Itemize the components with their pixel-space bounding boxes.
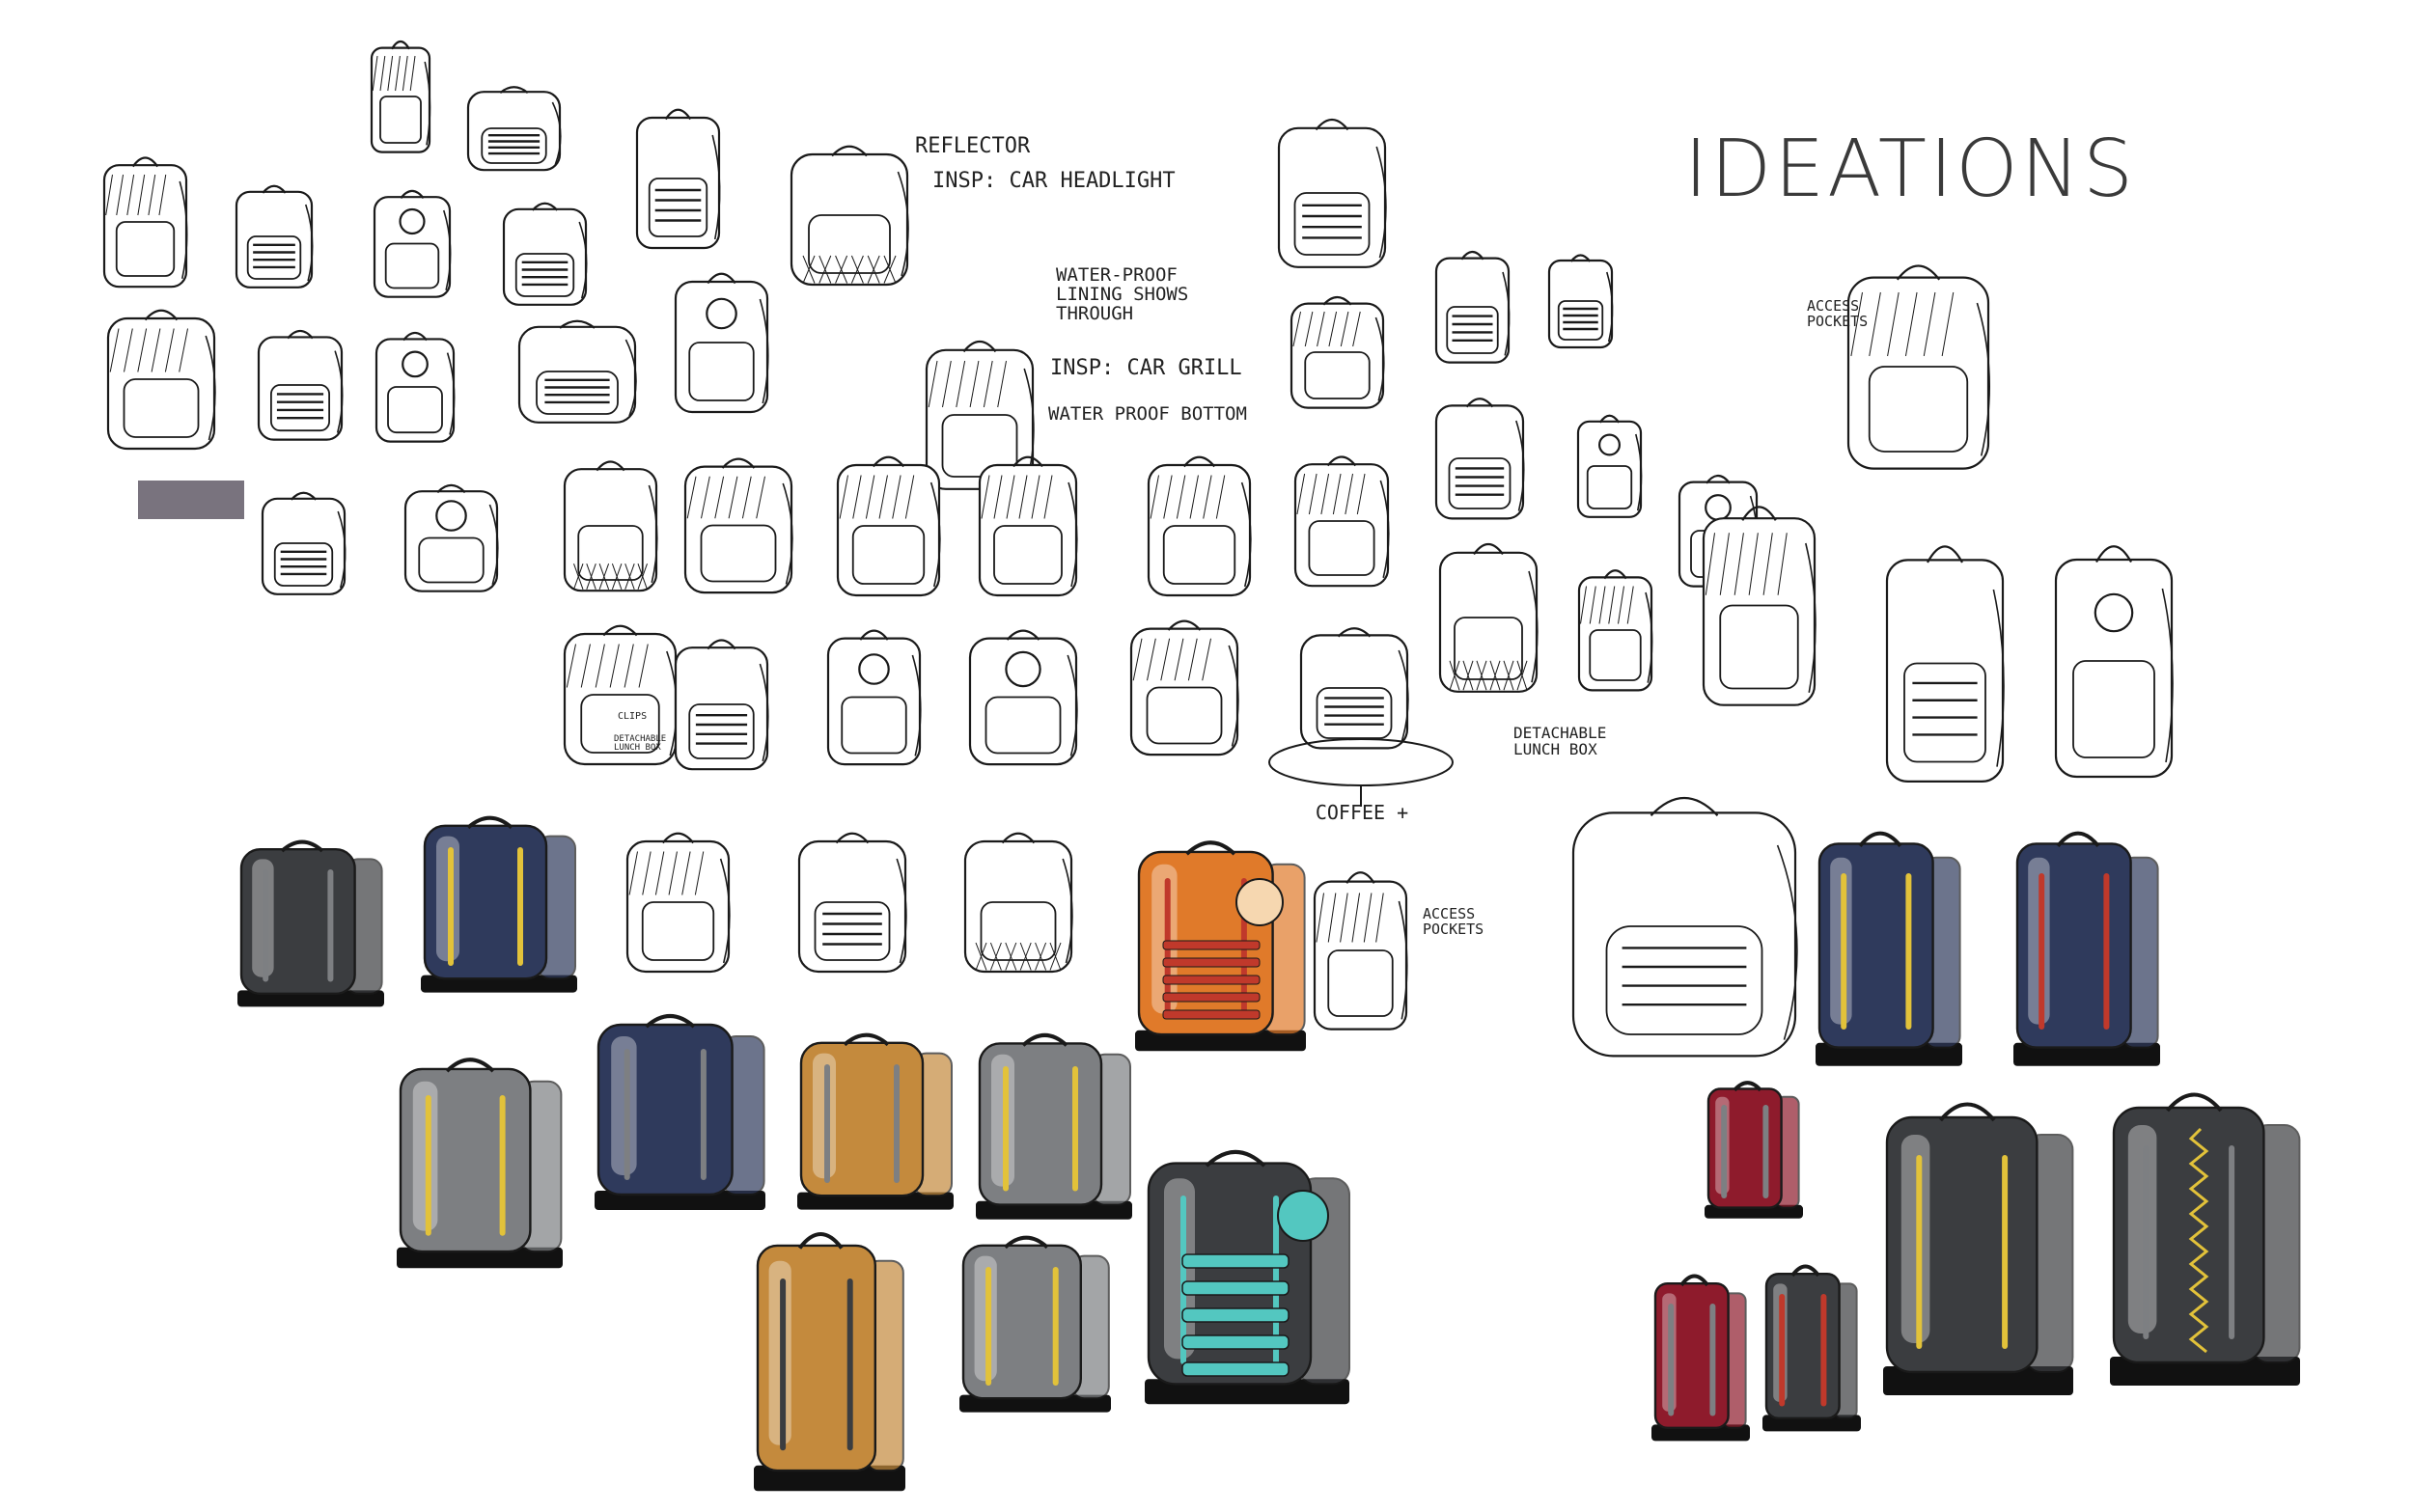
backpack-sketch — [1313, 871, 1408, 1031]
backpack-sketch — [261, 491, 347, 595]
annotation-coffee: COFFEE + — [1315, 801, 1409, 824]
zipper-detail — [2188, 1127, 2209, 1354]
backpack-sketch — [625, 832, 731, 974]
annotation-waterproof-lining: WATER-PROOF LINING SHOWS THROUGH — [1056, 264, 1189, 324]
backpack-render — [976, 1032, 1132, 1220]
backpack-render — [1816, 831, 1962, 1066]
backpack-sketch — [1547, 254, 1614, 349]
backpack-sketch — [790, 145, 909, 287]
backpack-sketch — [683, 457, 793, 594]
backpack-sketch — [963, 832, 1073, 974]
backpack-sketch — [925, 340, 1035, 490]
annotation-detachable-lunch: DETACHABLE LUNCH BOX — [1513, 724, 1607, 758]
backpack-sketch — [836, 455, 941, 597]
orange-grill-render — [1162, 878, 1284, 1020]
backpack-sketch — [674, 639, 769, 771]
backpack-sketch — [370, 40, 431, 153]
backpack-render — [397, 1058, 563, 1269]
coffee-callout — [1268, 738, 1454, 807]
backpack-sketch — [1438, 542, 1539, 693]
backpack-sketch — [374, 331, 456, 443]
annotation-insp-headlight: INSP: CAR HEADLIGHT — [932, 169, 1176, 193]
backpack-sketch — [1299, 627, 1409, 750]
backpack-sketch — [563, 460, 658, 592]
backpack-render — [2013, 831, 2160, 1066]
backpack-sketch — [102, 156, 188, 289]
backpack-render — [1705, 1081, 1803, 1219]
teal-grill-render — [1181, 1190, 1329, 1377]
backpack-sketch — [635, 108, 721, 250]
backpack-sketch — [1577, 569, 1653, 692]
backpack-render — [595, 1014, 765, 1210]
backpack-sketch — [1702, 506, 1817, 706]
backpack-sketch — [257, 329, 344, 441]
annotation-clips: CLIPS — [618, 711, 648, 722]
backpack-sketch — [403, 483, 499, 592]
backpack-sketch — [674, 272, 769, 414]
backpack-sketch — [235, 184, 314, 289]
backpack-sketch — [502, 202, 588, 306]
backpack-render — [1883, 1102, 2074, 1395]
backpack-sketch — [106, 309, 216, 451]
backpack-render — [959, 1235, 1111, 1413]
backpack-sketch — [1293, 455, 1390, 588]
backpack-render — [237, 839, 384, 1007]
grey-swatch — [138, 481, 244, 519]
backpack-sketch — [978, 455, 1078, 597]
backpack-sketch — [1846, 264, 1990, 470]
annotation-access-pockets-top: ACCESS POCKETS — [1807, 297, 1869, 330]
backpack-sketch — [373, 189, 452, 298]
backpack-render — [797, 1032, 954, 1210]
backpack-sketch — [968, 629, 1078, 766]
annotation-insp-grill: INSP: CAR GRILL — [1050, 356, 1242, 380]
backpack-sketch — [1277, 118, 1387, 268]
backpack-sketch — [826, 629, 922, 766]
backpack-sketch — [1147, 455, 1252, 597]
backpack-render — [1651, 1274, 1750, 1442]
backpack-sketch — [2054, 545, 2174, 779]
backpack-render — [421, 815, 577, 993]
backpack-sketch — [1576, 414, 1643, 518]
backpack-sketch — [1434, 250, 1511, 364]
annotation-reflector: REFLECTOR — [915, 134, 1031, 158]
backpack-sketch — [797, 832, 907, 974]
backpack-render — [2110, 1092, 2301, 1386]
annotation-waterproof-bottom: WATER PROOF BOTTOM — [1048, 403, 1247, 425]
page-title: IDEATIONS — [1684, 124, 2137, 215]
backpack-render — [754, 1232, 905, 1492]
backpack-sketch — [1571, 796, 1798, 1058]
backpack-sketch — [466, 86, 562, 172]
backpack-sketch — [1290, 295, 1385, 409]
backpack-sketch — [1434, 398, 1525, 520]
backpack-render — [1762, 1264, 1861, 1432]
backpack-sketch — [1885, 545, 2005, 783]
annotation-detachable-lunch-small: DETACHABLE LUNCH BOX — [614, 734, 667, 754]
annotation-access-pockets-bottom: ACCESS POCKETS — [1423, 905, 1484, 938]
backpack-sketch — [517, 319, 637, 424]
backpack-sketch — [1129, 619, 1239, 756]
